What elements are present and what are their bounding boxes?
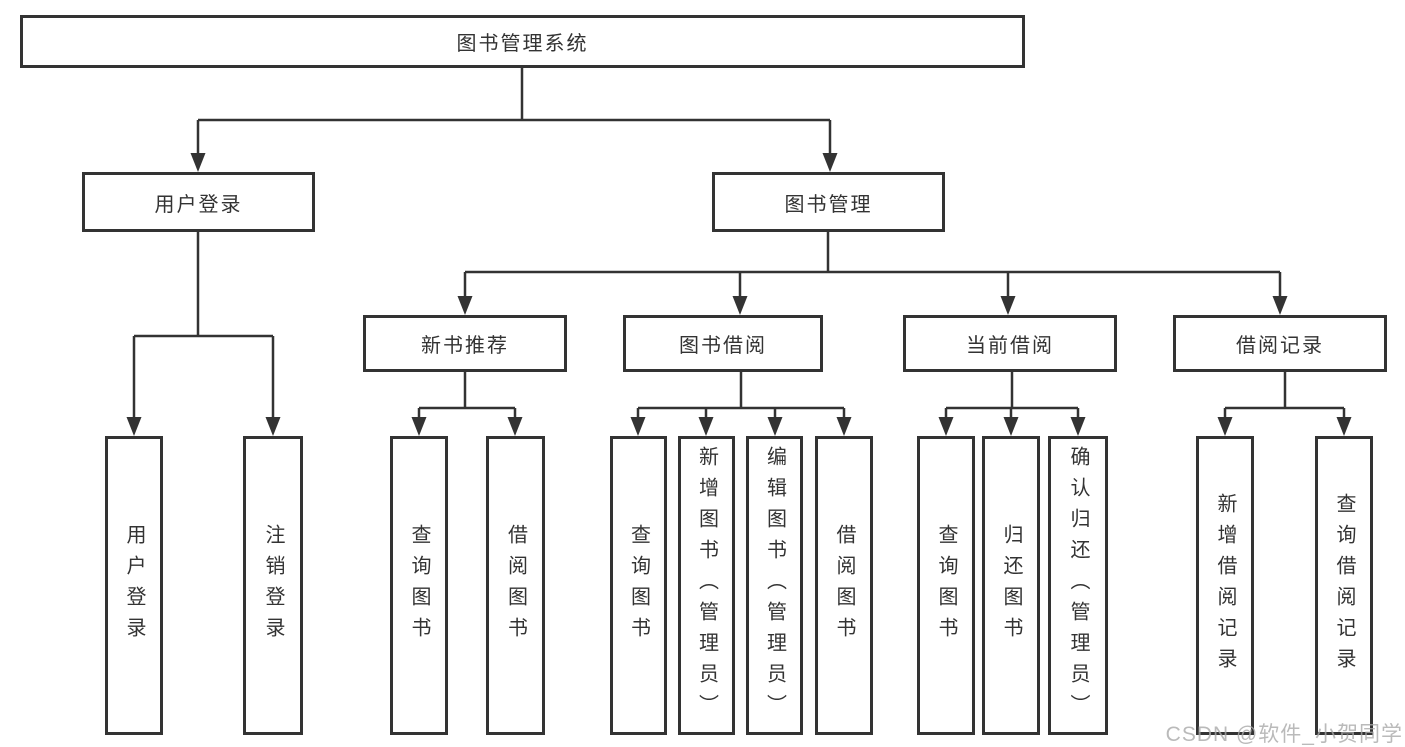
- arrowhead-icon: [836, 417, 852, 436]
- node-current-borrow: 当前借阅: [903, 315, 1117, 372]
- arrowhead-icon: [457, 296, 473, 315]
- arrowhead-icon: [1217, 417, 1233, 436]
- leaf-label: 编辑图书（管理员）: [763, 446, 786, 725]
- leaf-query-books-current: 查询图书: [917, 436, 975, 735]
- leaf-edit-books-admin: 编辑图书（管理员）: [746, 436, 803, 735]
- arrowhead-icon: [732, 296, 748, 315]
- csdn-watermark: CSDN @软件_小贺同学: [1165, 723, 1403, 746]
- leaf-user-login: 用户登录: [105, 436, 163, 735]
- leaf-add-borrow-record: 新增借阅记录: [1196, 436, 1254, 735]
- leaf-query-books-recommend: 查询图书: [390, 436, 448, 735]
- arrowhead-icon: [630, 417, 646, 436]
- leaf-label: 归还图书: [1000, 523, 1022, 648]
- arrowhead-icon: [1336, 417, 1352, 436]
- arrowhead-icon: [126, 417, 142, 436]
- edge-root-to-level2: [196, 68, 832, 154]
- edge-borrow-to-leaves: [636, 371, 846, 418]
- node-book-management: 图书管理: [712, 172, 945, 232]
- leaf-query-books-borrow: 查询图书: [610, 436, 667, 735]
- leaf-label: 查询图书: [935, 523, 957, 648]
- arrowhead-icon: [1003, 417, 1019, 436]
- arrowhead-icon: [767, 417, 783, 436]
- node-label: 借阅记录: [1236, 335, 1324, 357]
- arrowhead-icon: [1000, 296, 1016, 315]
- node-label: 当前借阅: [966, 335, 1054, 357]
- leaf-label: 查询借阅记录: [1333, 492, 1355, 679]
- node-label: 图书管理: [784, 193, 873, 216]
- leaf-label: 查询图书: [627, 523, 650, 648]
- arrowhead-icon: [190, 153, 206, 172]
- arrowhead-icon: [507, 417, 523, 436]
- arrowhead-icon: [1272, 296, 1288, 315]
- leaf-label: 注销登录: [262, 523, 284, 648]
- leaf-label: 新增借阅记录: [1214, 492, 1236, 679]
- leaf-label: 借阅图书: [833, 523, 855, 648]
- edge-mgmt-to-level3: [463, 232, 1282, 297]
- arrowhead-icon: [938, 417, 954, 436]
- arrowhead-icon: [698, 417, 714, 436]
- node-label: 新书推荐: [421, 335, 509, 357]
- node-borrow-records: 借阅记录: [1173, 315, 1387, 372]
- edge-recommend-to-leaves: [417, 371, 517, 418]
- leaf-borrow-books-recommend: 借阅图书: [486, 436, 545, 735]
- arrowhead-icon: [822, 153, 838, 172]
- leaf-label: 借阅图书: [504, 523, 527, 648]
- leaf-label: 确认归还（管理员）: [1067, 446, 1089, 725]
- node-label: 用户登录: [154, 193, 243, 216]
- edge-login-to-leaves: [132, 232, 275, 418]
- node-library-management-system: 图书管理系统: [20, 15, 1025, 68]
- node-label: 图书管理系统: [456, 33, 589, 55]
- arrowhead-icon: [265, 417, 281, 436]
- arrowhead-icon: [411, 417, 427, 436]
- node-user-login: 用户登录: [82, 172, 315, 232]
- leaf-confirm-return-admin: 确认归还（管理员）: [1048, 436, 1108, 735]
- leaf-logout: 注销登录: [243, 436, 303, 735]
- node-book-borrow: 图书借阅: [623, 315, 823, 372]
- arrowhead-icon: [1070, 417, 1086, 436]
- leaf-return-books: 归还图书: [982, 436, 1040, 735]
- node-new-book-recommend: 新书推荐: [363, 315, 567, 372]
- leaf-query-borrow-record: 查询借阅记录: [1315, 436, 1373, 735]
- leaf-label: 用户登录: [123, 523, 145, 648]
- leaf-label: 查询图书: [408, 523, 430, 648]
- node-label: 图书借阅: [679, 335, 767, 357]
- leaf-label: 新增图书（管理员）: [695, 446, 718, 725]
- leaf-add-books-admin: 新增图书（管理员）: [678, 436, 735, 735]
- leaf-borrow-books: 借阅图书: [815, 436, 873, 735]
- edge-current-to-leaves: [944, 371, 1080, 418]
- edge-records-to-leaves: [1223, 371, 1346, 418]
